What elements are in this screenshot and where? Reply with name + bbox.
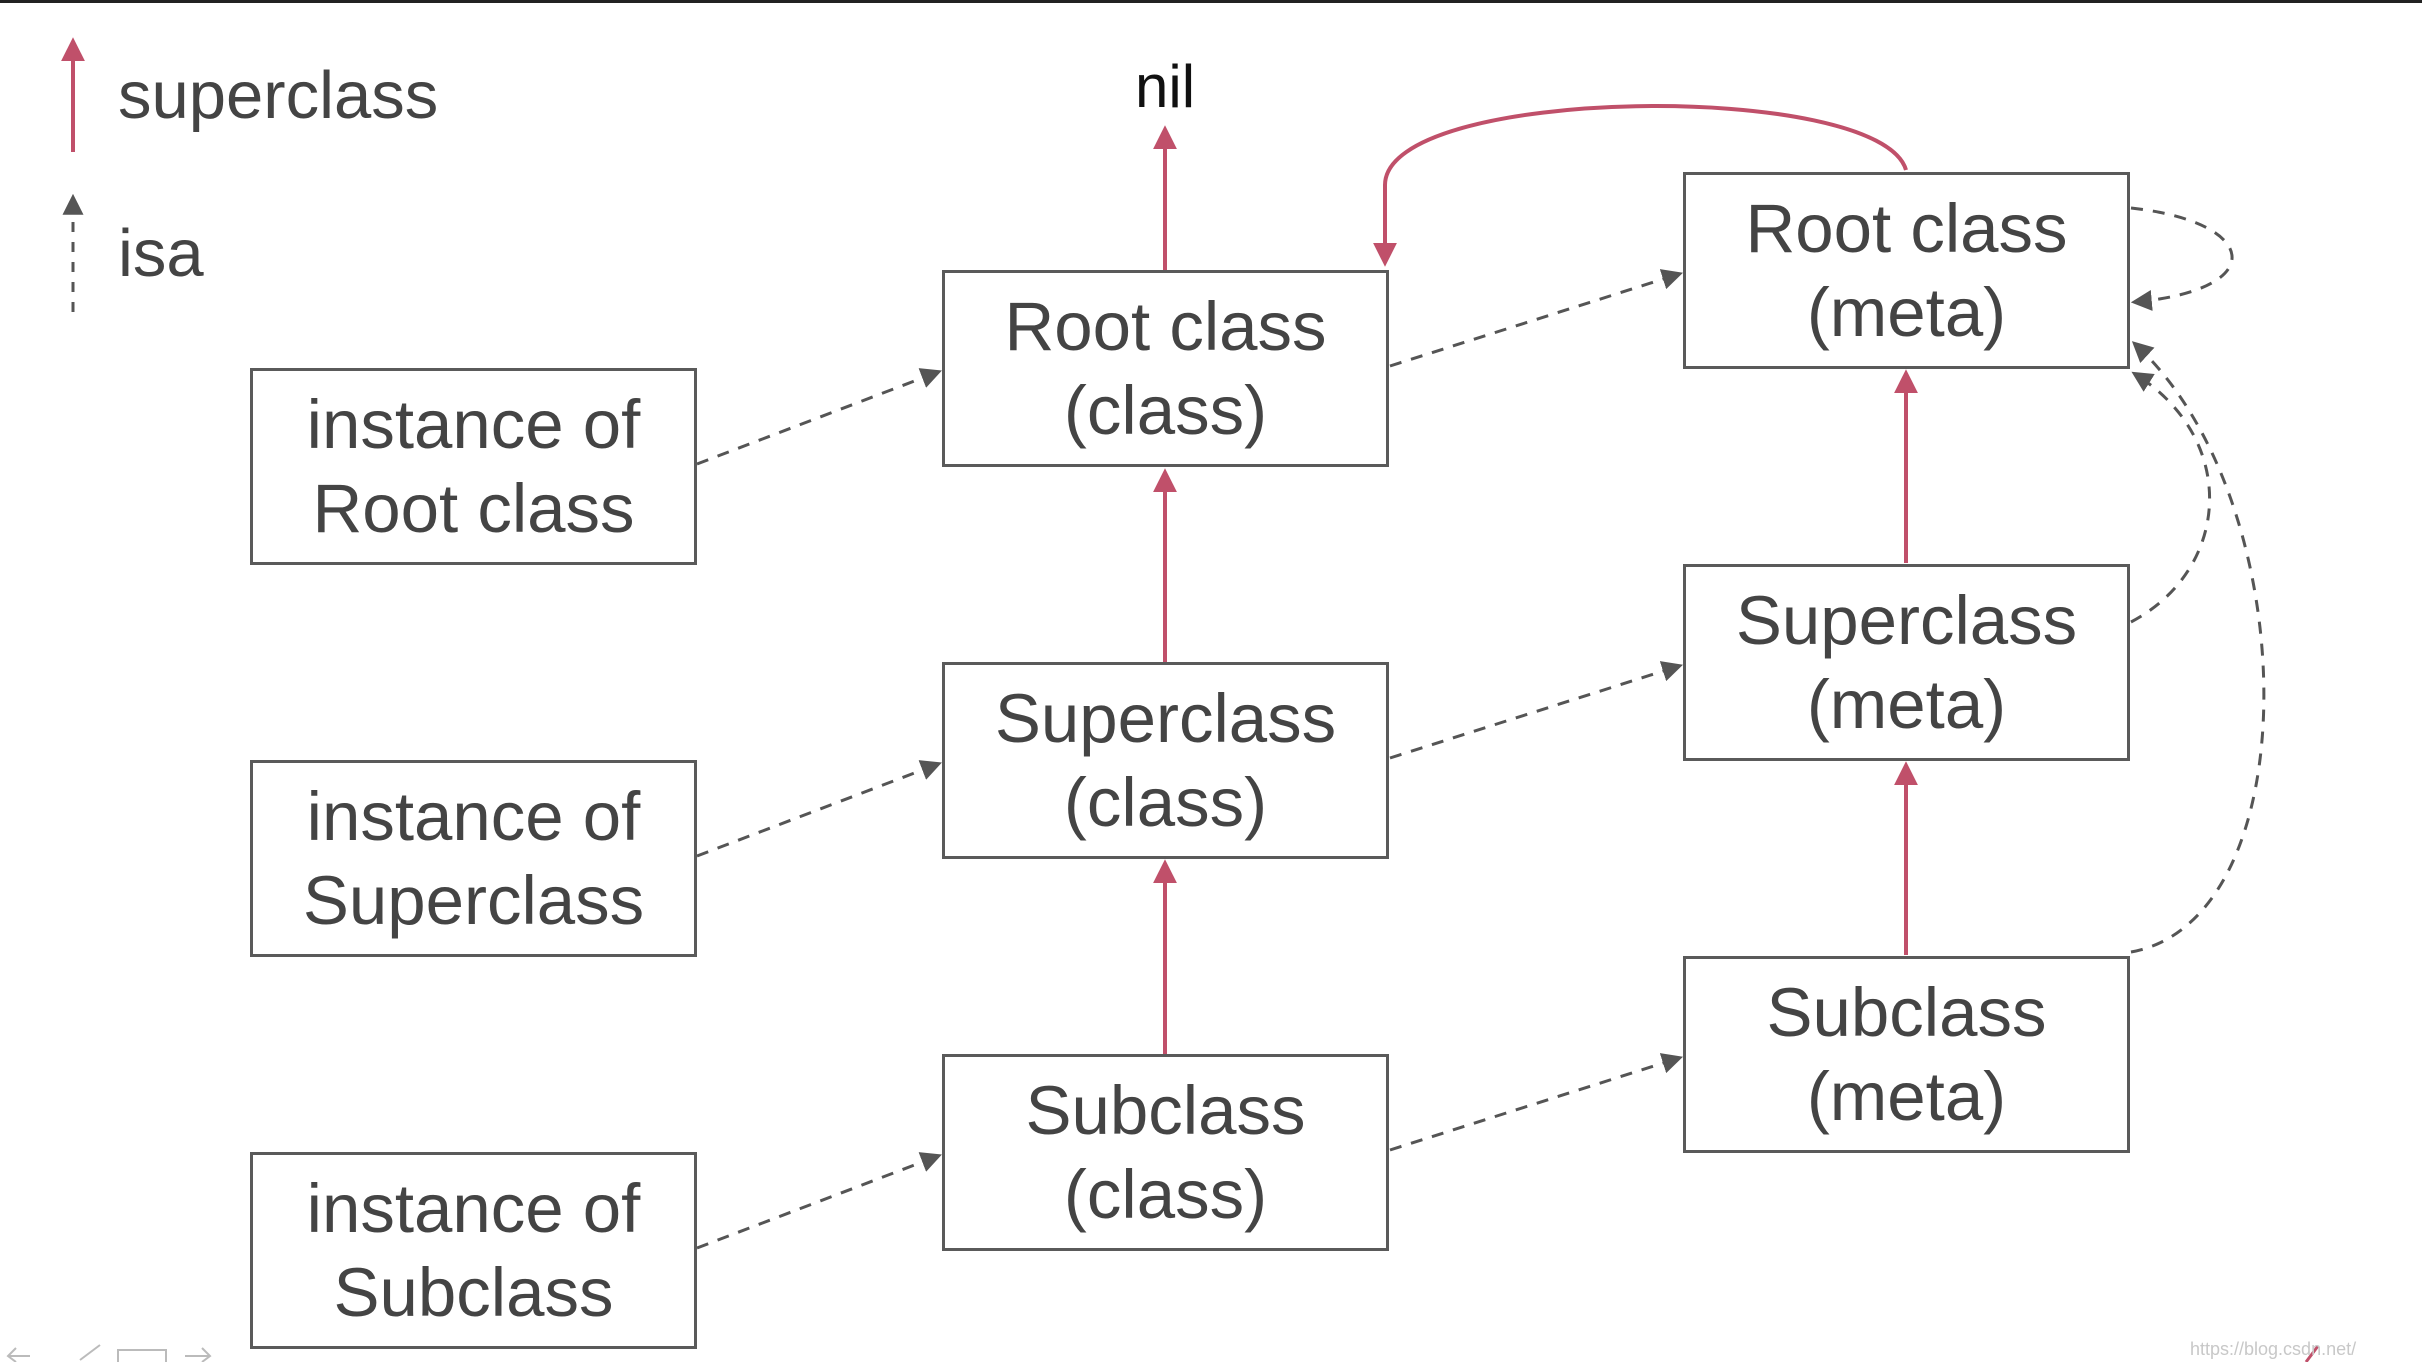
isa-arrow-subinstance-to-subclass [696,1152,942,1250]
meta-super-line1: Superclass [1735,581,2078,659]
meta-sub-line2: (meta) [1806,1057,2007,1135]
legend-superclass-label: superclass [118,58,439,133]
next-arrow-icon [185,1347,212,1362]
instance-super-line1: instance of [306,777,641,855]
instance-box-subclass: instance of Subclass [250,1152,697,1349]
class-box-root: Root class (class) [942,270,1389,467]
metaclass-box-subclass: Subclass (meta) [1683,956,2130,1153]
meta-sub-line1: Subclass [1766,973,2047,1051]
slide-toolbar [6,1344,212,1362]
previous-arrow-icon [6,1347,30,1362]
metaclass-box-root: Root class (meta) [1683,172,2130,369]
instance-box-superclass: instance of Superclass [250,760,697,957]
instance-root-line2: Root class [312,469,635,547]
meta-super-line2: (meta) [1806,665,2007,743]
class-super-line2: (class) [1063,763,1268,841]
instance-root-line1: instance of [306,385,641,463]
class-box-subclass: Subclass (class) [942,1054,1389,1251]
instance-sub-line1: instance of [306,1169,641,1247]
isa-arrow-rootinstance-to-rootclass [696,368,942,466]
watermark: https://blog.csdn.net/ [2190,1339,2357,1359]
meta-root-line2: (meta) [1806,273,2007,351]
class-root-line2: (class) [1063,371,1268,449]
class-sub-line1: Subclass [1025,1071,1306,1149]
isa-arrow-subclass-to-submeta [1389,1053,1684,1152]
nil-label: nil [1135,53,1196,120]
instance-super-line2: Superclass [302,861,645,939]
metaclass-box-superclass: Superclass (meta) [1683,564,2130,761]
isa-arrow-submeta-to-rootmeta [2130,341,2266,954]
legend-isa-label: isa [118,216,204,291]
instance-box-root: instance of Root class [250,368,697,565]
isa-arrow-rootmeta-to-self [2130,206,2234,311]
class-sub-line2: (class) [1063,1155,1268,1233]
isa-arrow-superinstance-to-superclass [696,760,942,858]
slide-menu-icon [117,1349,167,1362]
isa-arrow-supermeta-to-rootmeta [2130,371,2211,624]
isa-arrow-superclass-to-supermeta [1389,661,1684,760]
class-root-line1: Root class [1004,287,1327,365]
corner-pen-icon [2304,1345,2320,1362]
isa-arrow-rootclass-to-rootmeta [1389,269,1684,368]
superclass-arrow-rootmeta-to-rootclass [1373,104,1908,267]
top-border-line [0,0,2422,3]
pen-icon [79,1344,101,1361]
instance-sub-line2: Subclass [333,1253,614,1331]
class-box-superclass: Superclass (class) [942,662,1389,859]
class-super-line1: Superclass [994,679,1337,757]
meta-root-line1: Root class [1745,189,2068,267]
